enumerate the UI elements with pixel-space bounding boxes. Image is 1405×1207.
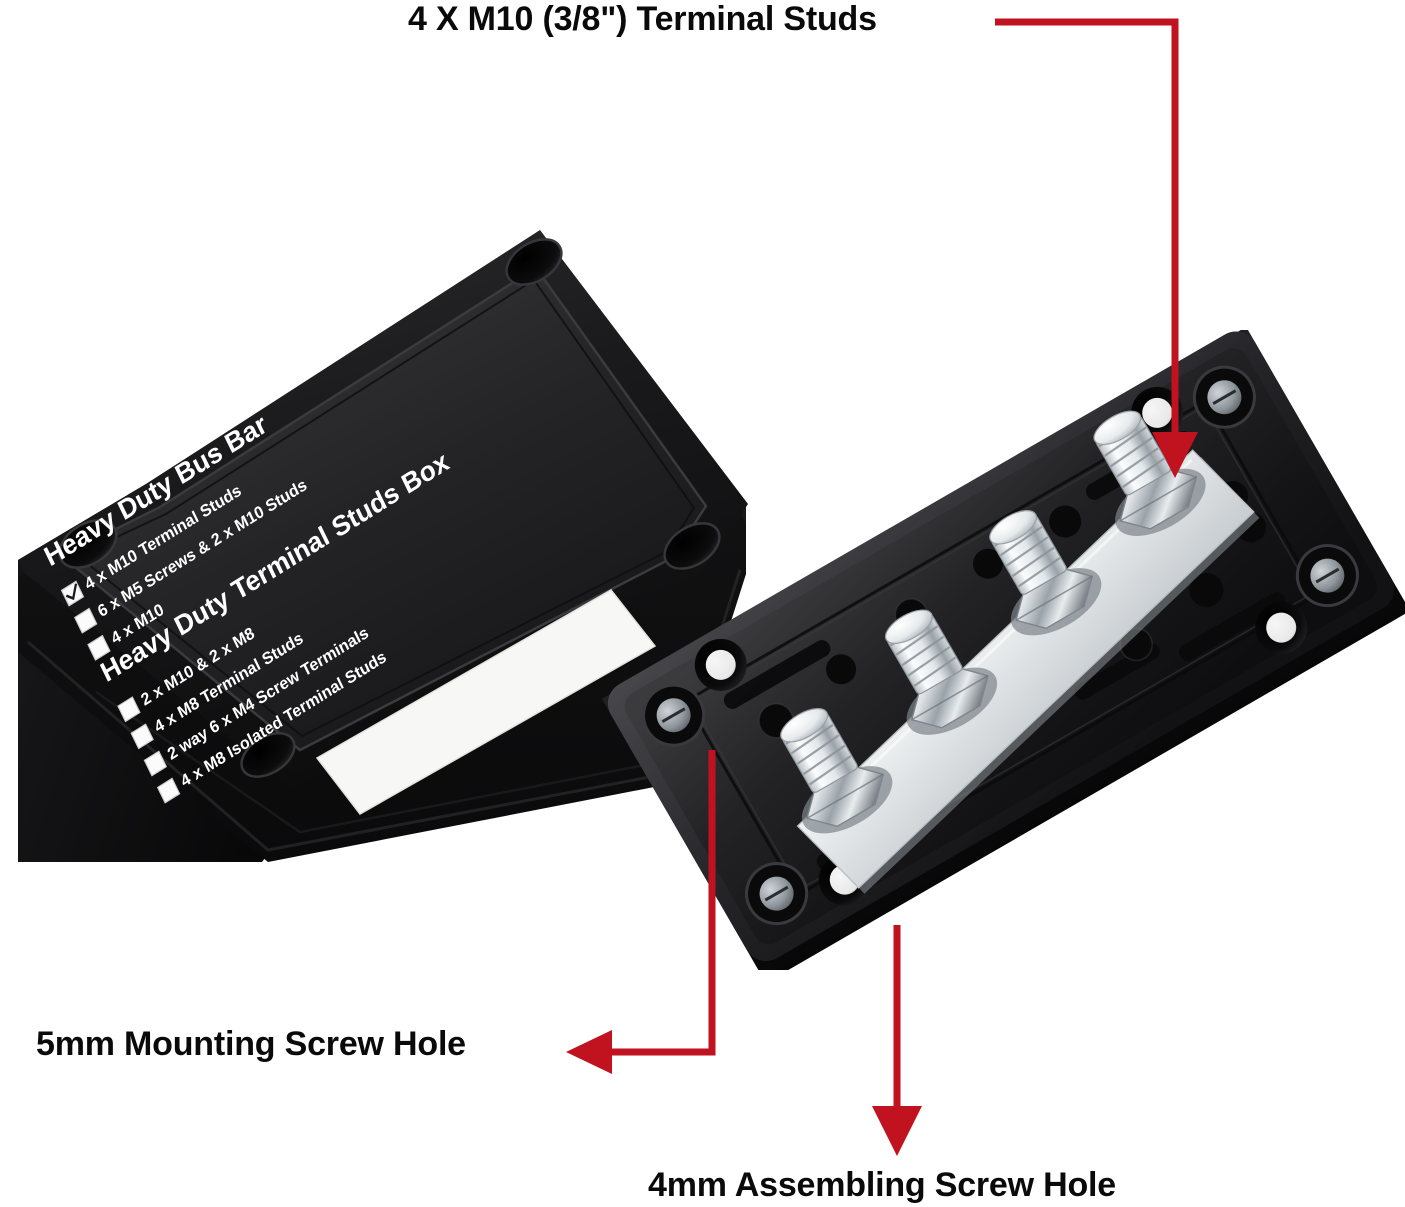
label-checkbox-1-2 (87, 634, 111, 661)
mounting-hole-top (505, 238, 563, 286)
box-lid-top-face (18, 230, 748, 788)
terminal-stud-3 (989, 510, 1102, 636)
label-checkbox-2-3 (156, 777, 181, 804)
closed-box-illustration (18, 230, 748, 862)
assembling-screw-hole-tr (1192, 365, 1256, 429)
terminal-stud-1 (780, 708, 893, 834)
mounting-hole-bottom (240, 732, 296, 778)
right-product-base-plate (600, 330, 1405, 970)
mounting-hole-left (58, 519, 118, 569)
left-product-closed-box: Heavy Duty Bus Bar 4 x M10 Terminal Stud… (0, 222, 790, 862)
terminal-stud-2 (884, 609, 998, 735)
assembling-screw-hole-br (1295, 544, 1359, 608)
assembling-screw-hole-bl (745, 862, 809, 926)
callout-assembling-hole-label: 4mm Assembling Screw Hole (648, 1166, 1117, 1204)
callout-terminal-studs-label: 4 X M10 (3/8") Terminal Studs (408, 0, 877, 38)
label-checkbox-1-1 (74, 607, 98, 634)
mounting-screw-hole-br (1255, 601, 1308, 654)
check-mark-icon (65, 583, 78, 601)
assembling-screw-hole-tl (642, 683, 706, 747)
mounting-hole-right (663, 522, 721, 570)
label-checkbox-2-2 (143, 750, 168, 777)
base-plate-illustration (601, 330, 1405, 970)
label-checkbox-2-1 (130, 723, 154, 750)
label-checkbox-1-0 (60, 580, 85, 607)
printed-label-text: Heavy Duty Bus Bar 4 x M10 Terminal Stud… (39, 407, 453, 804)
box-corner-mounting-holes (58, 238, 721, 778)
mounting-screw-hole-tl (694, 638, 747, 691)
label-white-strip (315, 589, 657, 815)
callout-mounting-hole-label: 5mm Mounting Screw Hole (36, 1025, 466, 1063)
label-checkbox-2-0 (117, 696, 141, 723)
